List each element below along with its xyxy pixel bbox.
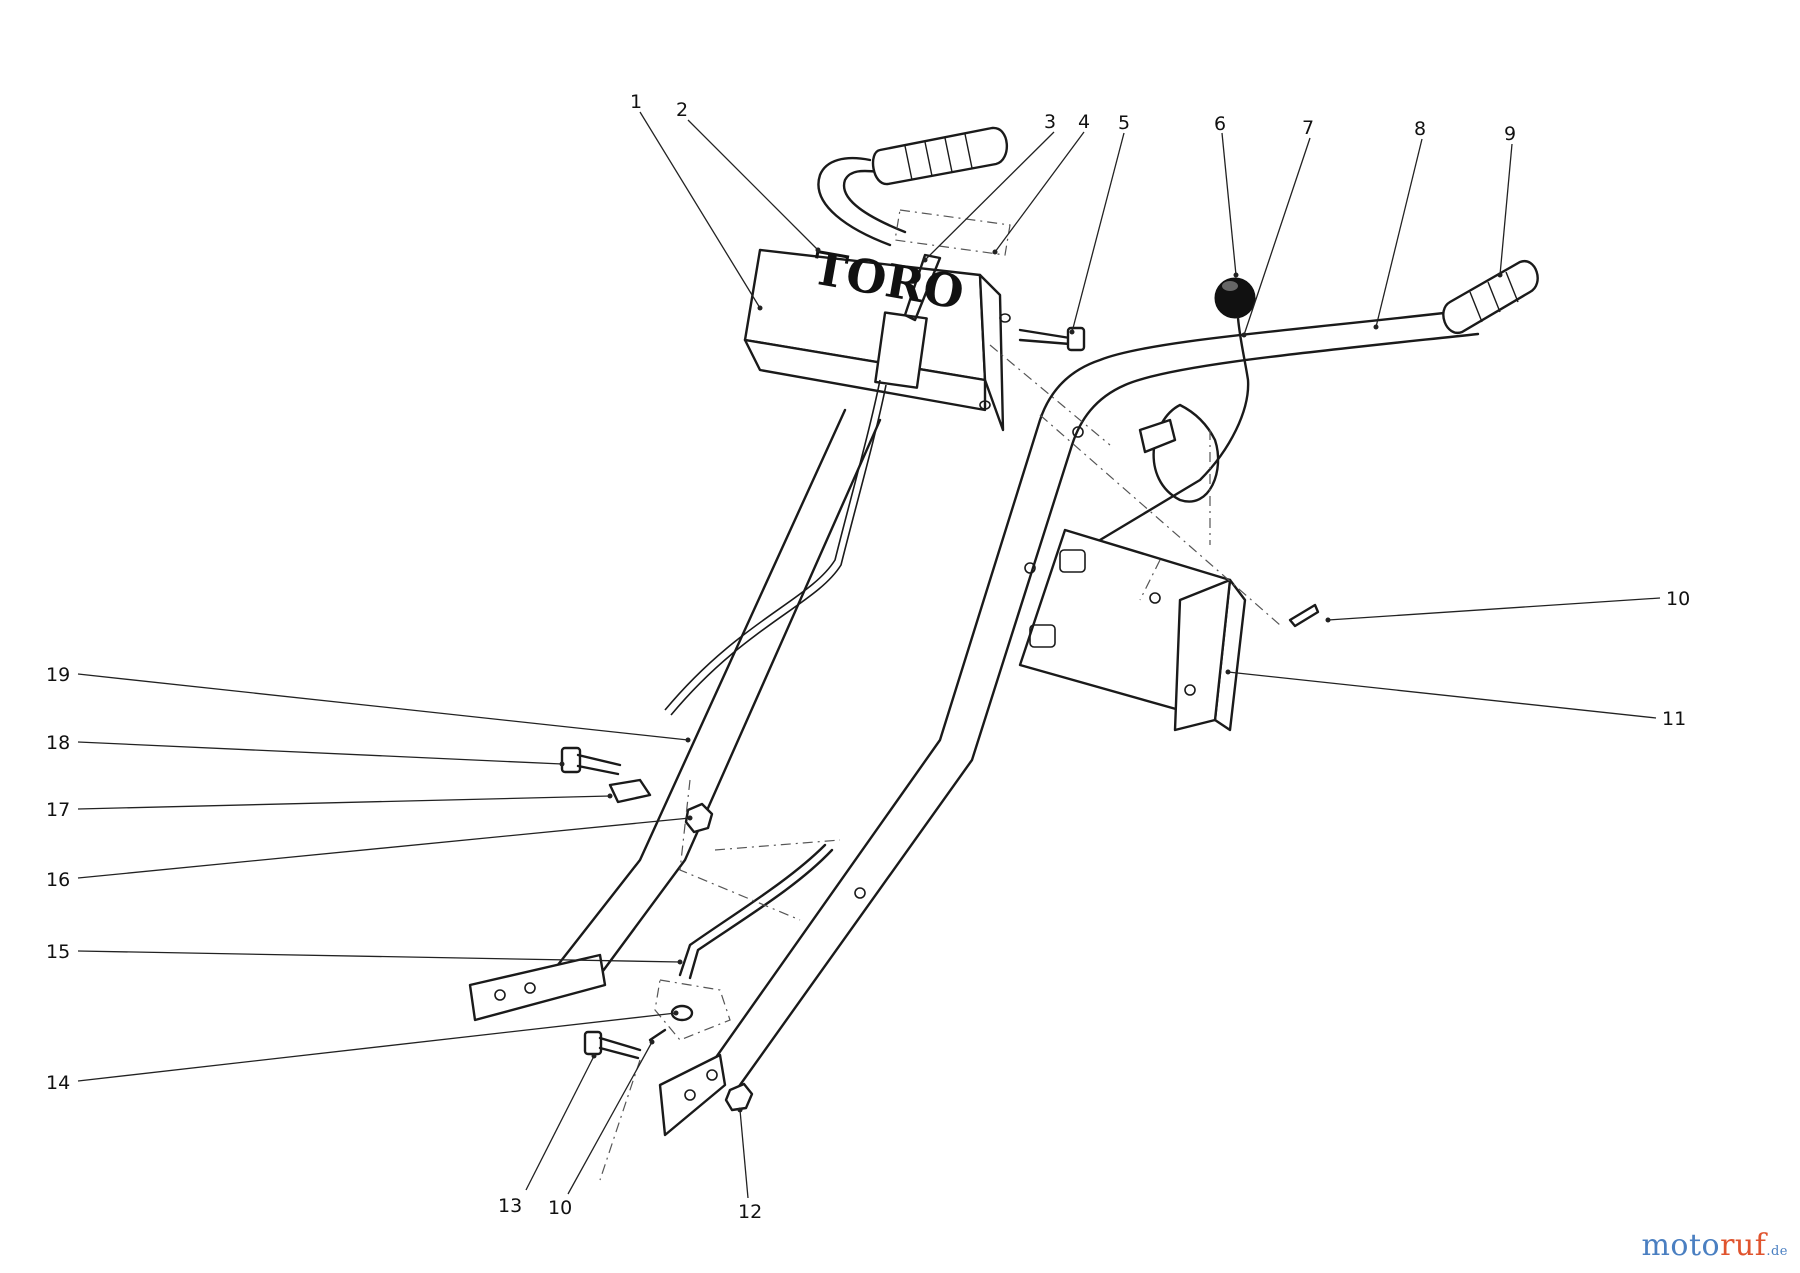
handle-assembly: TORO bbox=[468, 126, 1539, 1181]
clip-17 bbox=[608, 778, 652, 804]
screw-5 bbox=[1018, 326, 1086, 352]
left-main-tube-inner bbox=[598, 418, 882, 977]
callout-13: 13 bbox=[498, 1195, 522, 1217]
watermark-part2: ruf bbox=[1720, 1228, 1767, 1263]
left-handle-grip-bend bbox=[817, 156, 892, 247]
callout-1: 1 bbox=[630, 91, 642, 113]
cotter-pin-10-lower bbox=[648, 1028, 667, 1042]
callout-15: 15 bbox=[46, 941, 70, 963]
control-panel: TORO bbox=[743, 240, 1011, 432]
cable bbox=[664, 379, 881, 711]
bracket-11 bbox=[1018, 528, 1247, 732]
nut-16 bbox=[684, 802, 714, 834]
callout-4: 4 bbox=[1078, 111, 1090, 133]
callout-6: 6 bbox=[1214, 113, 1226, 135]
bolt-18 bbox=[560, 746, 622, 776]
shift-lever bbox=[1098, 316, 1250, 542]
bolt-13 bbox=[583, 1030, 642, 1060]
watermark-logo: motoruf.de bbox=[1641, 1228, 1788, 1263]
callout-7: 7 bbox=[1302, 117, 1314, 139]
callout-5: 5 bbox=[1118, 112, 1130, 134]
left-grip bbox=[871, 126, 1009, 186]
decal bbox=[894, 209, 1011, 256]
callout-19: 19 bbox=[46, 664, 70, 686]
callout-16: 16 bbox=[46, 869, 70, 891]
shift-knob bbox=[1214, 277, 1256, 319]
callout-9: 9 bbox=[1504, 123, 1516, 145]
callout-labels: 1 2 3 4 5 6 7 8 9 10 11 12 13 10 14 15 1… bbox=[46, 91, 1690, 1223]
right-grip bbox=[1442, 260, 1539, 334]
leader-lines bbox=[77, 111, 1661, 1199]
left-handle-grip-bend-inner bbox=[842, 169, 907, 234]
watermark-part1: moto bbox=[1641, 1228, 1721, 1263]
callout-8: 8 bbox=[1414, 118, 1426, 140]
callout-2: 2 bbox=[676, 99, 688, 121]
right-handle-tube bbox=[698, 308, 1472, 1082]
callout-17: 17 bbox=[46, 799, 70, 821]
link-plate bbox=[654, 979, 731, 1041]
callout-11: 11 bbox=[1662, 708, 1686, 730]
left-lower-bracket bbox=[468, 953, 607, 1022]
left-main-tube bbox=[548, 408, 847, 977]
right-lower-bracket bbox=[658, 1053, 727, 1137]
callout-18: 18 bbox=[46, 732, 70, 754]
callout-10-right: 10 bbox=[1666, 588, 1690, 610]
cotter-pin-10 bbox=[1288, 603, 1320, 628]
nut-12 bbox=[724, 1082, 754, 1112]
shift-rod bbox=[678, 843, 827, 977]
callout-14: 14 bbox=[46, 1072, 70, 1094]
callout-12: 12 bbox=[738, 1201, 762, 1223]
callout-10-lower: 10 bbox=[548, 1197, 572, 1219]
right-handle-tube-inner bbox=[733, 332, 1480, 1094]
watermark-part3: .de bbox=[1766, 1244, 1788, 1259]
callout-3: 3 bbox=[1044, 111, 1056, 133]
